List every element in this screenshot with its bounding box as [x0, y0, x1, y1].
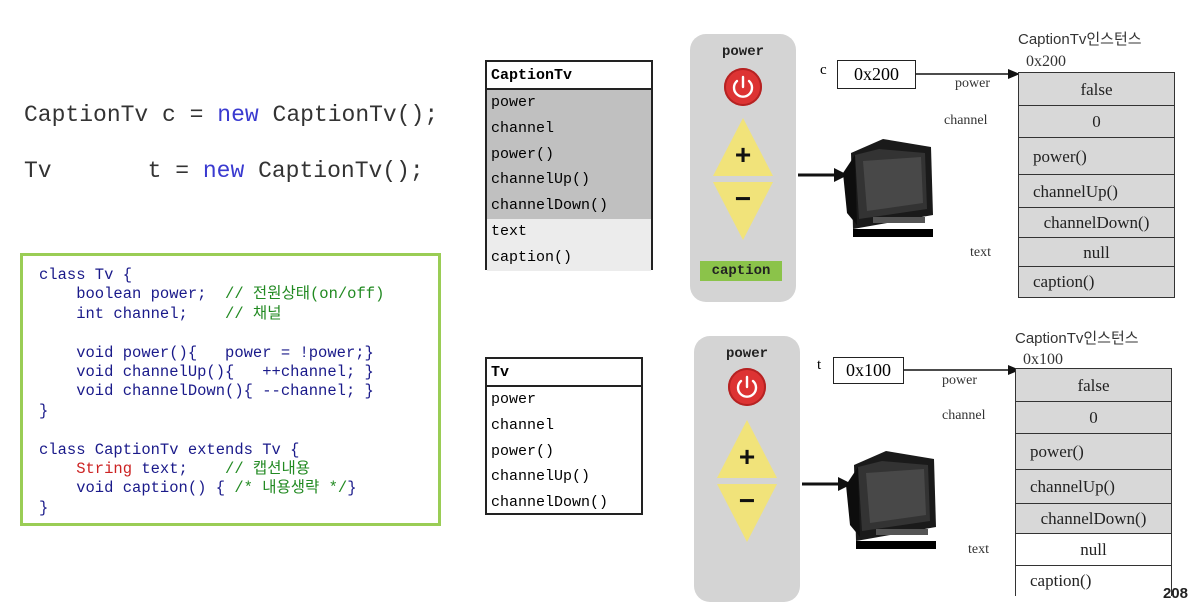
field-channel-value: 0 — [1019, 106, 1174, 138]
field-power-value: false — [1019, 73, 1174, 106]
caption-button[interactable]: caption — [700, 261, 782, 281]
member-channeldown: channelDown() — [491, 494, 609, 512]
label-text: text — [970, 245, 991, 260]
reference-variable-c: c — [820, 62, 827, 78]
method-channelup: channelUp() — [1019, 175, 1174, 208]
member-power-method: power() — [487, 141, 651, 168]
tv-class-box: Tv power channel power() channelUp() cha… — [485, 357, 643, 515]
declaration-captiontv: CaptionTv c = new CaptionTv(); — [24, 102, 439, 128]
arrow-reference-to-instance — [904, 365, 1020, 375]
method-channelup: channelUp() — [1016, 470, 1171, 504]
class-name: CaptionTv — [487, 62, 651, 90]
source-code: class Tv { boolean power; // 전원상태(on/off… — [39, 266, 385, 517]
class-name: Tv — [487, 359, 641, 387]
member-channelup: channelUp() — [491, 468, 591, 486]
plus-icon: + — [739, 441, 755, 472]
captiontv-class-box: CaptionTv power channel power() channelU… — [485, 60, 653, 271]
instance-address: 0x200 — [1026, 53, 1066, 70]
power-button[interactable] — [724, 68, 762, 106]
tv-icon — [846, 451, 936, 549]
member-channeldown: channelDown() — [487, 193, 651, 219]
remote-control-tv: power + − — [694, 336, 800, 602]
method-channeldown: channelDown() — [1016, 504, 1171, 534]
instance-title: CaptionTv인스턴스 — [1018, 31, 1142, 48]
code-box: class Tv { boolean power; // 전원상태(on/off… — [20, 253, 441, 526]
member-power: power — [491, 391, 537, 408]
label-channel: channel — [944, 113, 988, 128]
method-caption: caption() — [1016, 566, 1171, 596]
remote-control-captiontv: power + − caption — [690, 34, 796, 302]
method-caption: caption() — [1019, 267, 1174, 297]
member-power: power — [487, 90, 651, 116]
member-channel: channel — [487, 115, 651, 142]
member-channelup: channelUp() — [487, 167, 651, 194]
method-channeldown: channelDown() — [1019, 208, 1174, 238]
plus-icon: + — [735, 139, 751, 170]
channel-up-button[interactable]: + — [713, 118, 773, 176]
minus-icon: − — [735, 183, 751, 214]
member-channel: channel — [491, 416, 555, 434]
member-power-method: power() — [491, 442, 555, 460]
member-caption: caption() — [487, 244, 651, 271]
arrow-remote-to-tv-bottom — [802, 477, 852, 491]
instance-memory-captiontv: false 0 power() channelUp() channelDown(… — [1018, 72, 1175, 298]
power-label: power — [721, 44, 764, 60]
page-number: 208 — [1162, 585, 1188, 602]
instance-address: 0x100 — [1023, 351, 1063, 368]
channel-down-button[interactable]: − — [717, 484, 777, 542]
arrow-reference-to-instance — [916, 69, 1020, 79]
field-channel-value: 0 — [1016, 402, 1171, 434]
minus-icon: − — [739, 485, 755, 516]
member-text: text — [487, 218, 651, 245]
field-power-value: false — [1016, 369, 1171, 402]
power-icon — [732, 75, 754, 98]
channel-up-button[interactable]: + — [717, 420, 777, 478]
power-button[interactable] — [728, 368, 766, 406]
instance-memory-tv: false 0 power() channelUp() channelDown(… — [1015, 368, 1172, 596]
method-power: power() — [1016, 434, 1171, 470]
field-text-value: null — [1019, 238, 1174, 267]
reference-value-box: 0x100 — [833, 357, 904, 384]
tv-icon — [843, 139, 933, 237]
power-label: power — [725, 346, 768, 362]
arrow-remote-to-tv-top — [798, 168, 848, 182]
label-channel: channel — [942, 408, 986, 423]
method-power: power() — [1019, 138, 1174, 175]
label-power: power — [955, 76, 990, 91]
channel-down-button[interactable]: − — [713, 182, 773, 240]
field-text-value: null — [1016, 534, 1171, 566]
instance-title: CaptionTv인스턴스 — [1015, 330, 1139, 347]
power-icon — [736, 375, 758, 398]
label-text: text — [968, 542, 989, 557]
reference-value-box: 0x200 — [837, 60, 916, 89]
reference-variable-t: t — [817, 357, 822, 373]
label-power: power — [942, 373, 977, 388]
